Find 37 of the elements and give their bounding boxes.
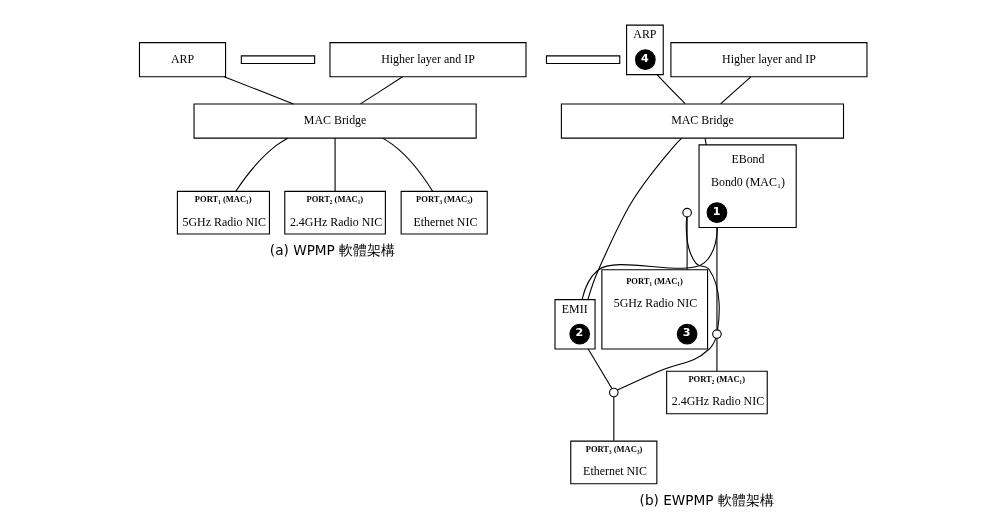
node-box: ARP [138,42,227,78]
connector [587,137,683,301]
connector [686,216,688,271]
connector [381,137,434,192]
node-box: PORT₂ (MAC₁) 2.4GHz Radio NIC [284,190,386,235]
node-box: Higher layer and IP [329,42,527,78]
connector [334,137,336,192]
label: (a) WPMP 軟體架構 [269,242,396,259]
node-bar [240,55,316,65]
connector [716,227,718,331]
connector [685,216,720,331]
connector [704,137,707,146]
node-circle [609,387,619,398]
label: (b) EWPMP 軟體架構 [639,491,774,508]
node-box: PORT₃ (MAC₃) Ethernet NIC [570,440,658,485]
node-circle: 4 [635,49,656,70]
connector [616,337,717,391]
connector [235,137,289,192]
node-circle: 2 [569,323,591,345]
connector [587,348,613,390]
node-box: Higher layer and IP [670,42,868,78]
node-bar [545,55,621,65]
connector [716,338,718,372]
node-circle [712,329,722,339]
node-box: MAC Bridge [193,103,477,139]
connector [720,76,752,105]
node-circle [682,207,692,218]
connector [223,76,294,105]
node-circle: 3 [676,323,698,345]
node-box: PORT₂ (MAC₁) 2.4GHz Radio NIC [666,370,768,415]
node-box: MAC Bridge [560,103,845,139]
connector [613,396,615,442]
node-circle: 1 [706,202,728,223]
connector [656,74,686,105]
node-box: PORT₃ (MAC₃) Ethernet NIC [400,190,488,235]
connector [359,76,404,105]
node-box: PORT₁ (MAC₁) 5GHz Radio NIC [176,190,270,235]
